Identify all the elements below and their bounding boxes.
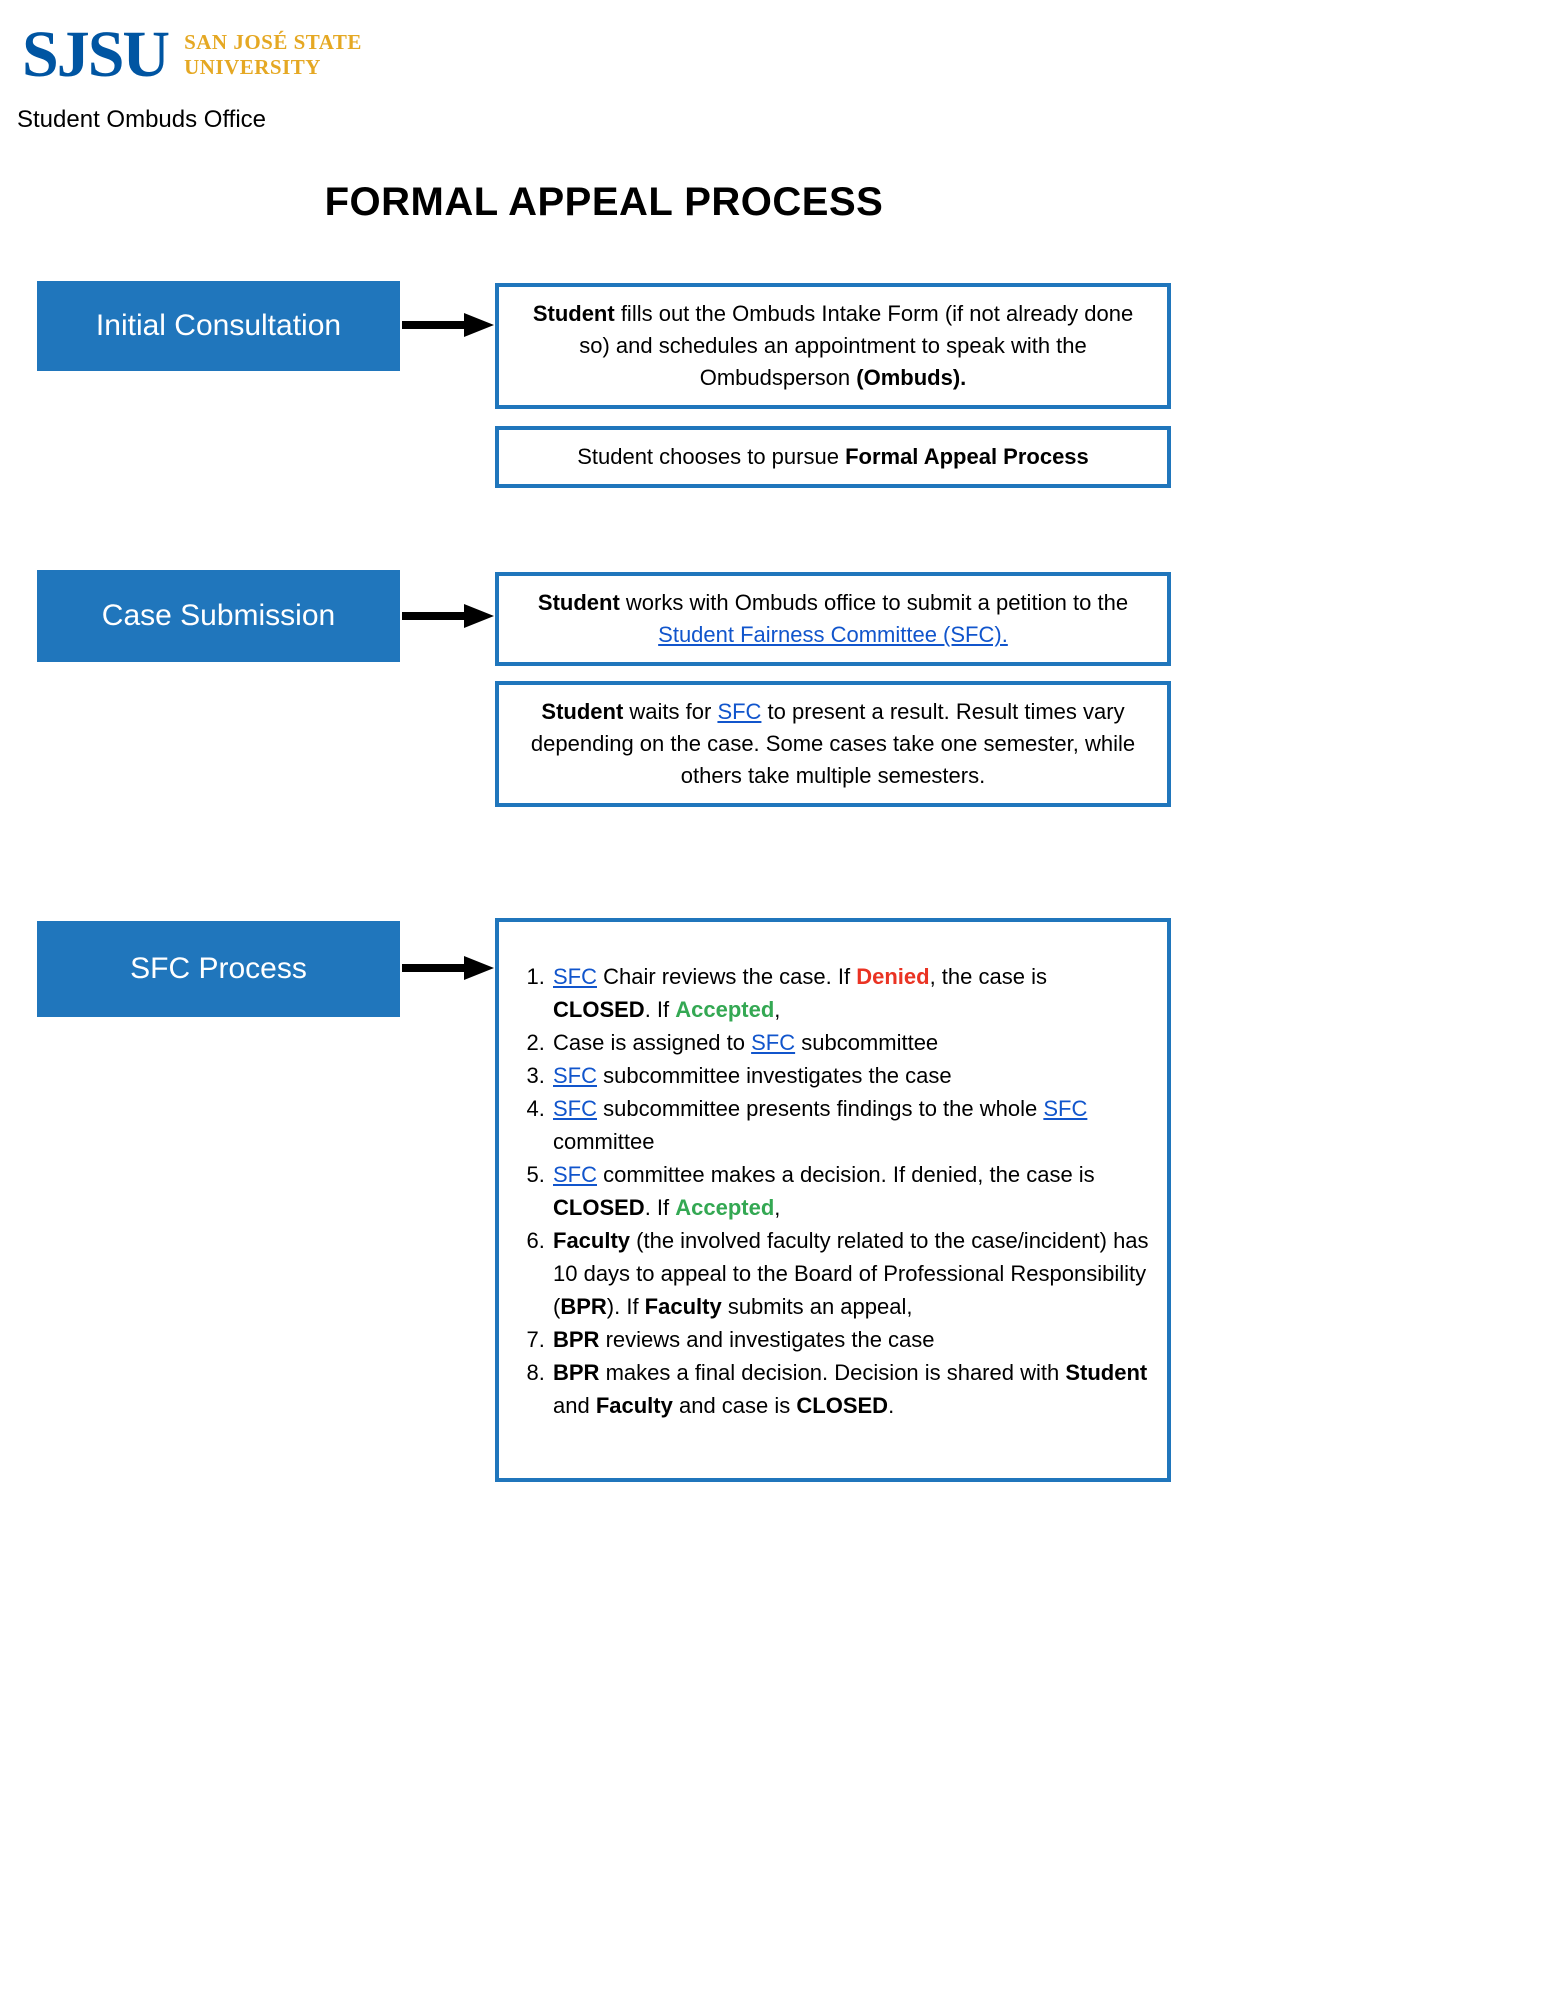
- text-run: Student: [532, 301, 615, 326]
- arrow-right-icon: [402, 313, 494, 337]
- text-run: submits an appeal,: [721, 1294, 913, 1319]
- step-box-sfc-process-steps: SFC Chair reviews the case. If Denied, t…: [495, 918, 1171, 1482]
- office-name: Student Ombuds Office: [17, 106, 267, 133]
- sjsu-logo-name-line2: UNIVERSITY: [184, 55, 321, 79]
- text-run: (Ombuds).: [856, 365, 967, 390]
- page-title: FORMAL APPEAL PROCESS: [324, 180, 884, 224]
- stage-box-initial-consultation: Initial Consultation: [37, 281, 400, 371]
- sjsu-logo-acronym: SJSU: [22, 18, 170, 91]
- text-run: Accepted: [675, 997, 775, 1022]
- inline-link[interactable]: Student Fairness Committee (SFC).: [658, 622, 1008, 647]
- text-run: subcommittee: [795, 1030, 939, 1055]
- inline-link[interactable]: SFC: [553, 1096, 597, 1121]
- text-run: ). If: [606, 1294, 645, 1319]
- inline-link[interactable]: SFC: [751, 1030, 796, 1055]
- text-run: Case is assigned to: [553, 1030, 752, 1055]
- arrow-right-icon: [402, 956, 494, 980]
- text-run: fills out the Ombuds Intake Form (if not…: [579, 301, 1134, 390]
- step-box-submit-petition: Student works with Ombuds office to subm…: [495, 572, 1171, 666]
- text-run: Student: [541, 699, 624, 724]
- sjsu-logo: SJSU SAN JOSÉ STATE UNIVERSITY: [22, 22, 362, 88]
- text-run: committee: [553, 1129, 655, 1154]
- sfc-step-item: SFC Chair reviews the case. If Denied, t…: [551, 960, 1149, 1026]
- sjsu-logo-name-line1: SAN JOSÉ STATE: [184, 29, 362, 54]
- text-run: Student: [1065, 1360, 1148, 1385]
- text-run: and: [553, 1393, 596, 1418]
- sfc-step-item: SFC subcommittee investigates the case: [551, 1059, 1149, 1092]
- text-run: subcommittee presents findings to the wh…: [597, 1096, 1044, 1121]
- text-run: ,: [774, 997, 781, 1022]
- text-run: CLOSED: [553, 1195, 645, 1220]
- sfc-step-item: SFC subcommittee presents findings to th…: [551, 1092, 1149, 1158]
- text-run: and case is: [672, 1393, 797, 1418]
- stage-box-sfc-process: SFC Process: [37, 921, 400, 1017]
- text-run: Student: [537, 590, 620, 615]
- text-run: CLOSED: [796, 1393, 889, 1418]
- text-run: subcommittee investigates the case: [597, 1063, 952, 1088]
- text-run: (the involved faculty related to the cas…: [553, 1228, 1149, 1319]
- text-run: . If: [644, 1195, 676, 1220]
- text-run: Faculty: [595, 1393, 673, 1418]
- sfc-step-item: Case is assigned to SFC subcommittee: [551, 1026, 1149, 1059]
- text-run: BPR: [560, 1294, 607, 1319]
- text-run: Formal Appeal Process: [845, 444, 1089, 469]
- text-run: committee makes a decision. If denied, t…: [597, 1162, 1095, 1187]
- sfc-step-item: Faculty (the involved faculty related to…: [551, 1224, 1149, 1323]
- stage-box-case-submission: Case Submission: [37, 570, 400, 662]
- sfc-steps-list: SFC Chair reviews the case. If Denied, t…: [521, 960, 1149, 1422]
- text-run: makes a final decision. Decision is shar…: [599, 1360, 1066, 1385]
- inline-link[interactable]: SFC: [553, 964, 597, 989]
- inline-link[interactable]: SFC: [553, 1162, 597, 1187]
- step-box-intake-form: Student fills out the Ombuds Intake Form…: [495, 283, 1171, 409]
- inline-link[interactable]: SFC: [553, 1063, 597, 1088]
- text-run: to present a result. Result times vary d…: [530, 699, 1136, 788]
- text-run: BPR: [553, 1327, 600, 1352]
- step-box-wait-for-result: Student waits for SFC to present a resul…: [495, 681, 1171, 807]
- text-run: BPR: [553, 1360, 600, 1385]
- sjsu-logo-name: SAN JOSÉ STATE UNIVERSITY: [184, 30, 362, 80]
- inline-link[interactable]: SFC: [717, 699, 762, 724]
- text-run: , the case is: [929, 964, 1047, 989]
- text-run: Accepted: [675, 1195, 775, 1220]
- sfc-step-item: BPR makes a final decision. Decision is …: [551, 1356, 1149, 1422]
- text-run: CLOSED: [553, 997, 645, 1022]
- sfc-step-item: SFC committee makes a decision. If denie…: [551, 1158, 1149, 1224]
- sfc-step-item: BPR reviews and investigates the case: [551, 1323, 1149, 1356]
- arrow-right-icon: [402, 604, 494, 628]
- text-run: Faculty: [644, 1294, 722, 1319]
- text-run: reviews and investigates the case: [599, 1327, 935, 1352]
- text-run: works with Ombuds office to submit a pet…: [619, 590, 1129, 615]
- text-run: ,: [774, 1195, 781, 1220]
- inline-link[interactable]: SFC: [1043, 1096, 1088, 1121]
- text-run: Denied: [856, 964, 930, 989]
- text-run: Student chooses to pursue: [577, 444, 846, 469]
- text-run: .: [888, 1393, 895, 1418]
- text-run: . If: [644, 997, 676, 1022]
- text-run: waits for: [623, 699, 718, 724]
- text-run: Chair reviews the case. If: [597, 964, 857, 989]
- text-run: Faculty: [553, 1228, 631, 1253]
- step-box-choose-formal-appeal: Student chooses to pursue Formal Appeal …: [495, 426, 1171, 488]
